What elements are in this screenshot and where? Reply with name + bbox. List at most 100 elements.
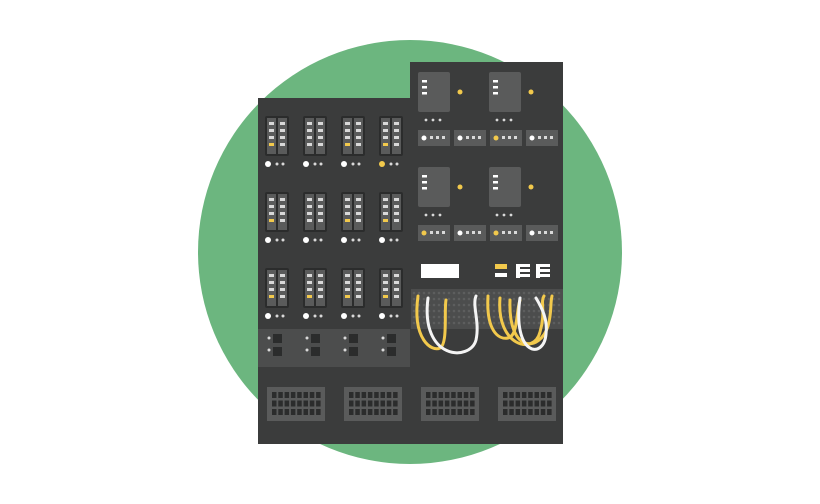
server-led [493, 187, 498, 190]
patch-hole [457, 309, 461, 313]
patch-hole [422, 321, 426, 325]
patch-hole [422, 309, 426, 313]
patch-hole [547, 297, 551, 301]
vent-slot [509, 409, 514, 415]
vent-slot [309, 409, 315, 415]
port-dot [421, 230, 427, 236]
switch-module [267, 334, 282, 356]
patch-hole [492, 321, 496, 325]
server-led [502, 213, 506, 217]
blade-led [281, 238, 285, 242]
patch-hole [552, 321, 556, 325]
port-pin [538, 136, 541, 139]
vent-slot [355, 409, 360, 415]
server-led [509, 118, 513, 122]
patch-hole [512, 303, 516, 307]
switch-port [349, 334, 358, 343]
vent-slot [534, 409, 539, 415]
patch-hole [472, 315, 476, 319]
server-unit [418, 167, 463, 217]
patch-hole [437, 303, 441, 307]
patch-hole [412, 297, 416, 301]
vent-slot [438, 409, 444, 415]
blade-led [318, 288, 323, 291]
blade-led [280, 295, 285, 298]
blade-led [269, 288, 274, 291]
server-led [495, 118, 499, 122]
blade-status-dot [379, 237, 385, 243]
patch-hole [412, 309, 416, 313]
blade-led [269, 212, 274, 215]
port-dot [493, 135, 499, 141]
server-led [493, 86, 498, 89]
server-led [493, 181, 498, 184]
port-module [490, 130, 522, 146]
blade-led [307, 198, 312, 201]
blade-led [313, 162, 317, 166]
left-cabinet [258, 116, 556, 421]
port-module [418, 130, 450, 146]
blade-led [319, 162, 323, 166]
patch-hole [492, 315, 496, 319]
server-led [424, 118, 428, 122]
port-module [418, 225, 450, 241]
blade-led [281, 314, 285, 318]
switch-led [305, 336, 309, 340]
vent-slot [503, 400, 508, 407]
blade-status-dot [265, 161, 271, 167]
blade-module [341, 192, 365, 243]
blade-led [318, 143, 323, 146]
vent-slot [284, 392, 290, 398]
blade-module [265, 192, 289, 243]
patch-hole [452, 291, 456, 295]
blade-led [345, 136, 350, 139]
server-status-dot [457, 184, 463, 190]
vent-frame [267, 387, 325, 421]
switch-led [343, 348, 347, 352]
blade-led [345, 288, 350, 291]
switch-module [305, 334, 320, 356]
vent-slot [470, 400, 475, 407]
port-pin [472, 136, 475, 139]
port-dot [421, 135, 427, 141]
vent-slot [503, 392, 508, 398]
blade-led [345, 212, 350, 215]
blade-led [269, 295, 274, 298]
blade-led [307, 122, 312, 125]
patch-hole [552, 291, 556, 295]
server-status-dot [457, 89, 463, 95]
vent-slot [297, 409, 302, 415]
blade-led [394, 122, 399, 125]
vent-slot [374, 400, 379, 407]
blade-led [383, 288, 388, 291]
blade-led [394, 274, 399, 277]
vent-slot [426, 400, 431, 407]
patch-hole [557, 291, 561, 295]
port-pin [514, 136, 517, 139]
vent-slot [278, 409, 283, 415]
vent-slot [547, 392, 552, 398]
patch-hole [477, 321, 481, 325]
blade-led [307, 281, 312, 284]
blade-led [345, 219, 350, 222]
vent-slot [367, 409, 373, 415]
patch-hole [422, 297, 426, 301]
vent-slot [540, 392, 546, 398]
patch-hole [437, 297, 441, 301]
label-mark [540, 274, 550, 277]
blade-led [394, 219, 399, 222]
patch-hole [527, 315, 531, 319]
patch-hole [432, 297, 436, 301]
patch-hole [472, 321, 476, 325]
blade-led [394, 212, 399, 215]
vent-slot [451, 392, 456, 398]
vent-slot [444, 409, 450, 415]
server-led [422, 181, 427, 184]
vent-slot [272, 392, 277, 398]
patch-hole [502, 309, 506, 313]
vent-slot [438, 400, 444, 407]
blade-led [357, 314, 361, 318]
port-pin [436, 136, 439, 139]
blade-status-dot [303, 313, 309, 319]
